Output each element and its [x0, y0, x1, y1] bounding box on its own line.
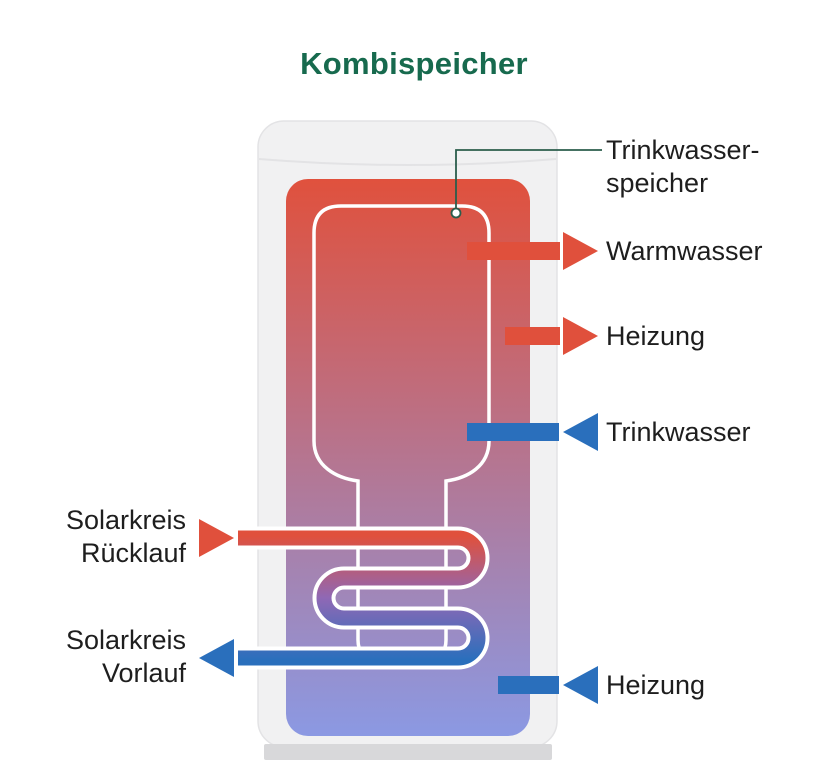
heizung-out-arrow-shaft: [505, 327, 560, 345]
warmwasser-arrow-shaft: [467, 242, 560, 260]
heizung-in-arrow-shaft: [498, 676, 559, 694]
label-trinkwasser: Trinkwasser: [606, 417, 751, 447]
trinkwasser-arrow-shaft: [467, 423, 559, 441]
label-solarkreis-ruecklauf-line2: Rücklauf: [80, 538, 186, 568]
label-solarkreis-vorlauf-line1: Solarkreis: [65, 625, 186, 655]
trinkwasserspeicher-connector: [450, 149, 602, 219]
warmwasser-arrowhead: [563, 232, 598, 270]
connector-dot: [450, 207, 462, 219]
label-heizung-bottom: Heizung: [606, 670, 706, 700]
heizung-out-arrow: [505, 317, 598, 355]
solarkreis-ruecklauf-arrowhead: [199, 519, 234, 557]
label-solarkreis-vorlauf-line2: Vorlauf: [101, 658, 186, 688]
label-trinkwasserspeicher-line1: Trinkwasser-: [606, 135, 760, 165]
heizung-in-arrowhead: [563, 666, 598, 704]
label-solarkreis-vorlauf: Solarkreis Vorlauf: [66, 624, 186, 690]
label-heizung-top: Heizung: [606, 321, 706, 351]
solarkreis-vorlauf-arrowhead: [199, 639, 234, 677]
heizung-out-arrowhead: [563, 317, 598, 355]
trinkwasser-arrow: [467, 413, 598, 451]
label-solarkreis-ruecklauf: Solarkreis Rücklauf: [66, 504, 186, 570]
warmwasser-arrow: [467, 232, 598, 270]
diagram-title: Kombispeicher: [300, 46, 528, 81]
label-trinkwasserspeicher-line2: speicher: [606, 168, 709, 198]
heizung-in-arrow: [498, 666, 598, 704]
connector-line: [455, 149, 602, 208]
tank-base: [264, 744, 552, 760]
heating-water-gradient: [286, 179, 530, 736]
solar-coil-tube: [238, 530, 486, 666]
trinkwasser-arrowhead: [563, 413, 598, 451]
solar-coil: [238, 526, 490, 670]
label-trinkwasserspeicher: Trinkwasser- speicher: [606, 134, 760, 200]
label-solarkreis-ruecklauf-line1: Solarkreis: [65, 505, 186, 535]
tank-lid-seam: [258, 158, 557, 166]
label-warmwasser: Warmwasser: [606, 236, 763, 266]
